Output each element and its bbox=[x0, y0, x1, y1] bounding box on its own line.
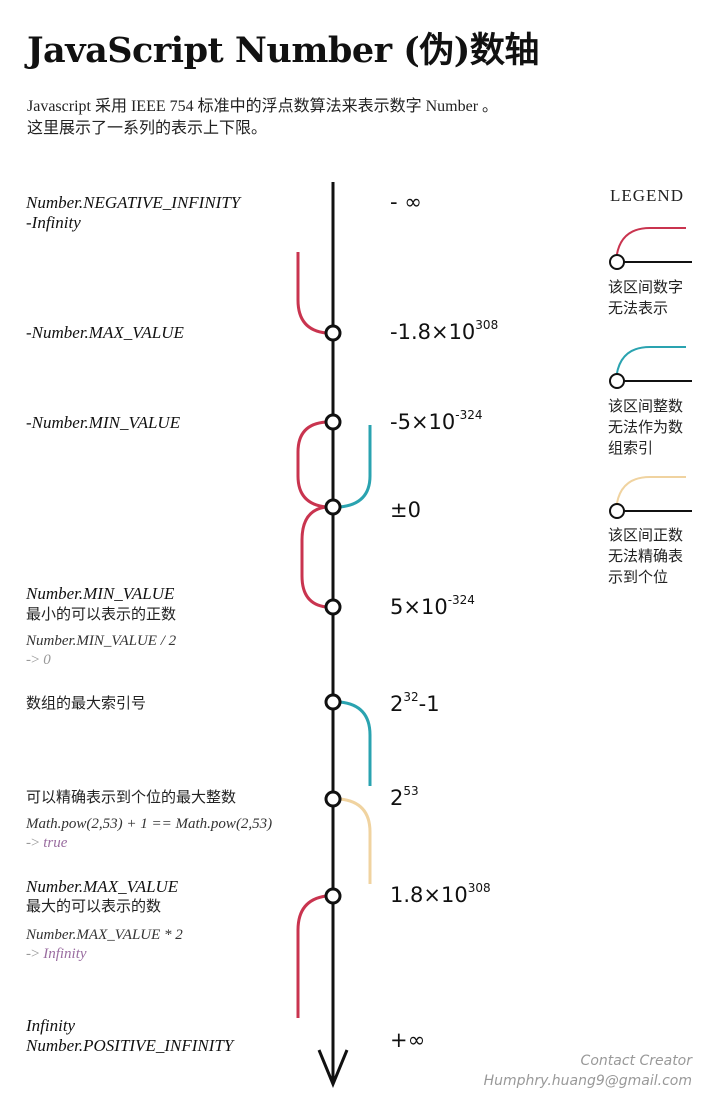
legend-red-node bbox=[609, 254, 625, 270]
value-zero: ±0 bbox=[390, 498, 421, 522]
value-neg-min: -5×10-324 bbox=[390, 408, 483, 434]
curve-not-index-large bbox=[339, 700, 372, 786]
curve-not-index-negative bbox=[339, 425, 372, 509]
label-pos-min-zh: 最小的可以表示的正数 bbox=[26, 605, 177, 623]
curve-unrepresentable-neg-large bbox=[296, 252, 327, 335]
label-pos-max: Number.MAX_VALUE bbox=[26, 877, 179, 896]
curve-not-exact-integer bbox=[339, 797, 372, 884]
legend-item-unrepresentable: 该区间数字 无法表示 bbox=[608, 278, 684, 317]
page-title: JavaScript Number (伪)数轴 bbox=[27, 30, 539, 71]
legend-red-curve bbox=[615, 227, 686, 263]
value-max-index: 232-1 bbox=[390, 690, 440, 716]
legend-beige-node bbox=[609, 503, 625, 519]
node-neg-max bbox=[324, 324, 342, 342]
legend-title: LEGEND bbox=[610, 186, 684, 205]
label-max-safe-zh: 可以精确表示到个位的最大整数 bbox=[26, 788, 237, 806]
label-pos-infinity-alt: Number.POSITIVE_INFINITY bbox=[26, 1036, 234, 1055]
node-pos-max bbox=[324, 887, 342, 905]
legend-beige-curve bbox=[615, 476, 686, 512]
value-neg-max: -1.8×10308 bbox=[390, 318, 499, 344]
node-max-index bbox=[324, 693, 342, 711]
intro-text: Javascript 采用 IEEE 754 标准中的浮点数算法来表示数字 Nu… bbox=[27, 96, 498, 140]
label-pos-infinity: Infinity bbox=[26, 1016, 76, 1035]
node-zero bbox=[324, 498, 342, 516]
curve-unrepresentable-neg-small bbox=[296, 420, 327, 509]
node-neg-min bbox=[324, 413, 342, 431]
curve-unrepresentable-pos-large bbox=[296, 894, 327, 1018]
value-pos-infinity: +∞ bbox=[390, 1028, 426, 1052]
contact-label: Contact Creator bbox=[580, 1053, 692, 1069]
value-max-safe: 253 bbox=[390, 784, 419, 810]
label-pos-max-zh: 最大的可以表示的数 bbox=[26, 897, 162, 915]
label-neg-min: -Number.MIN_VALUE bbox=[26, 413, 181, 432]
code-max-safe: Math.pow(2,53) + 1 == Math.pow(2,53) bbox=[26, 816, 273, 832]
label-max-index-zh: 数组的最大索引号 bbox=[26, 694, 147, 712]
code-pos-min: Number.MIN_VALUE / 2 bbox=[26, 633, 177, 649]
legend-cyan-curve bbox=[615, 346, 686, 382]
result-pos-max: -> Infinity bbox=[26, 946, 87, 962]
node-pos-min bbox=[324, 598, 342, 616]
axis-arrowhead-icon bbox=[317, 1049, 349, 1088]
value-neg-infinity: - ∞ bbox=[390, 190, 422, 214]
result-pos-min: -> 0 bbox=[26, 652, 51, 668]
intro-line-1: Javascript 采用 IEEE 754 标准中的浮点数算法来表示数字 Nu… bbox=[27, 98, 499, 115]
legend-item-not-index: 该区间整数 无法作为数 组索引 bbox=[608, 397, 684, 457]
label-neg-max: -Number.MAX_VALUE bbox=[26, 323, 184, 342]
contact-email[interactable]: Humphry.huang9@gmail.com bbox=[483, 1073, 692, 1089]
label-pos-min: Number.MIN_VALUE bbox=[26, 584, 175, 603]
result-max-safe: -> true bbox=[26, 835, 68, 851]
intro-line-2: 这里展示了一系列的表示上下限。 bbox=[27, 120, 268, 137]
curve-unrepresentable-pos-small bbox=[300, 505, 327, 609]
node-max-safe bbox=[324, 790, 342, 808]
label-negative-infinity: Number.NEGATIVE_INFINITY bbox=[26, 193, 241, 212]
value-pos-min: 5×10-324 bbox=[390, 593, 475, 619]
code-pos-max: Number.MAX_VALUE * 2 bbox=[26, 927, 183, 943]
label-negative-infinity-alt: -Infinity bbox=[26, 213, 81, 232]
legend-cyan-node bbox=[609, 373, 625, 389]
value-pos-max: 1.8×10308 bbox=[390, 881, 491, 907]
legend-item-not-exact: 该区间正数 无法精确表 示到个位 bbox=[608, 526, 684, 586]
